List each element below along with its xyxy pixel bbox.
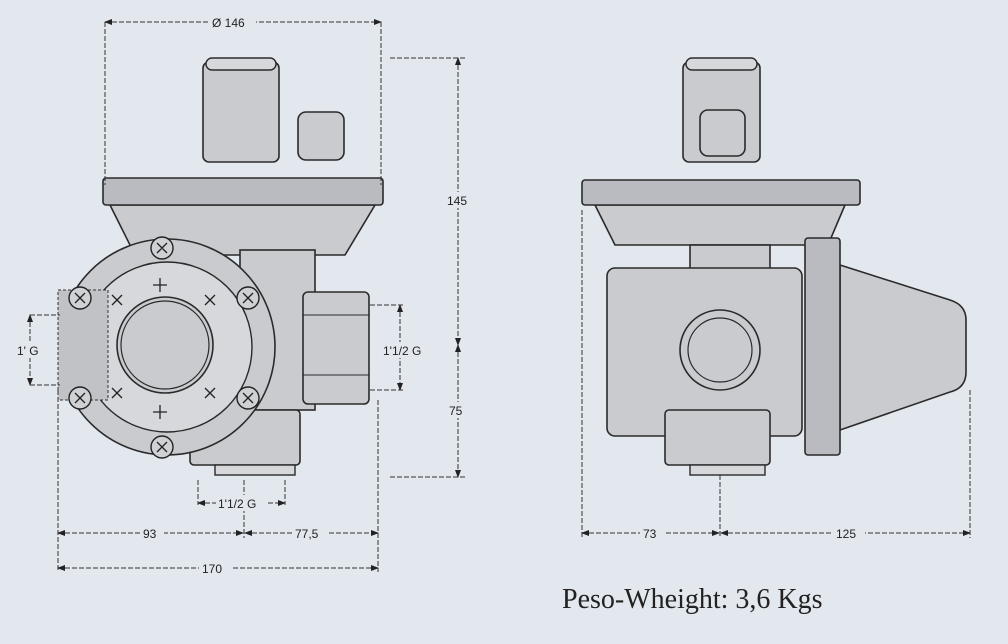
weight-caption: Peso-Wheight: 3,6 Kgs xyxy=(562,584,823,615)
dim-side-right: 125 xyxy=(836,527,856,541)
side-flange xyxy=(804,237,841,456)
dim-inlet-left: 1' G xyxy=(17,344,39,358)
dim-side-left: 73 xyxy=(643,527,657,541)
spring-cone xyxy=(839,263,967,432)
right-fitting xyxy=(302,291,370,405)
dim-width-left: 93 xyxy=(143,527,157,541)
dimension-lines xyxy=(27,19,971,572)
central-port xyxy=(116,296,214,394)
spring-dome xyxy=(202,61,280,163)
dim-outlet-right: 1'1/2 G xyxy=(383,344,421,358)
dim-height-total: 145 xyxy=(447,194,467,208)
dim-height-lower: 75 xyxy=(449,404,463,418)
dim-width-right: 77,5 xyxy=(295,527,319,541)
dimension-labels: Ø 146 145 75 1' G 1'1/2 G 1'1/2 G 93 77,… xyxy=(14,14,865,576)
vent-cap xyxy=(297,111,345,161)
dim-outlet-bottom: 1'1/2 G xyxy=(218,497,256,511)
side-view xyxy=(581,57,967,476)
dim-top-diameter: Ø 146 xyxy=(212,16,245,30)
front-view xyxy=(57,57,384,476)
dim-width-total: 170 xyxy=(202,562,222,576)
diaphragm-flange xyxy=(102,177,384,206)
